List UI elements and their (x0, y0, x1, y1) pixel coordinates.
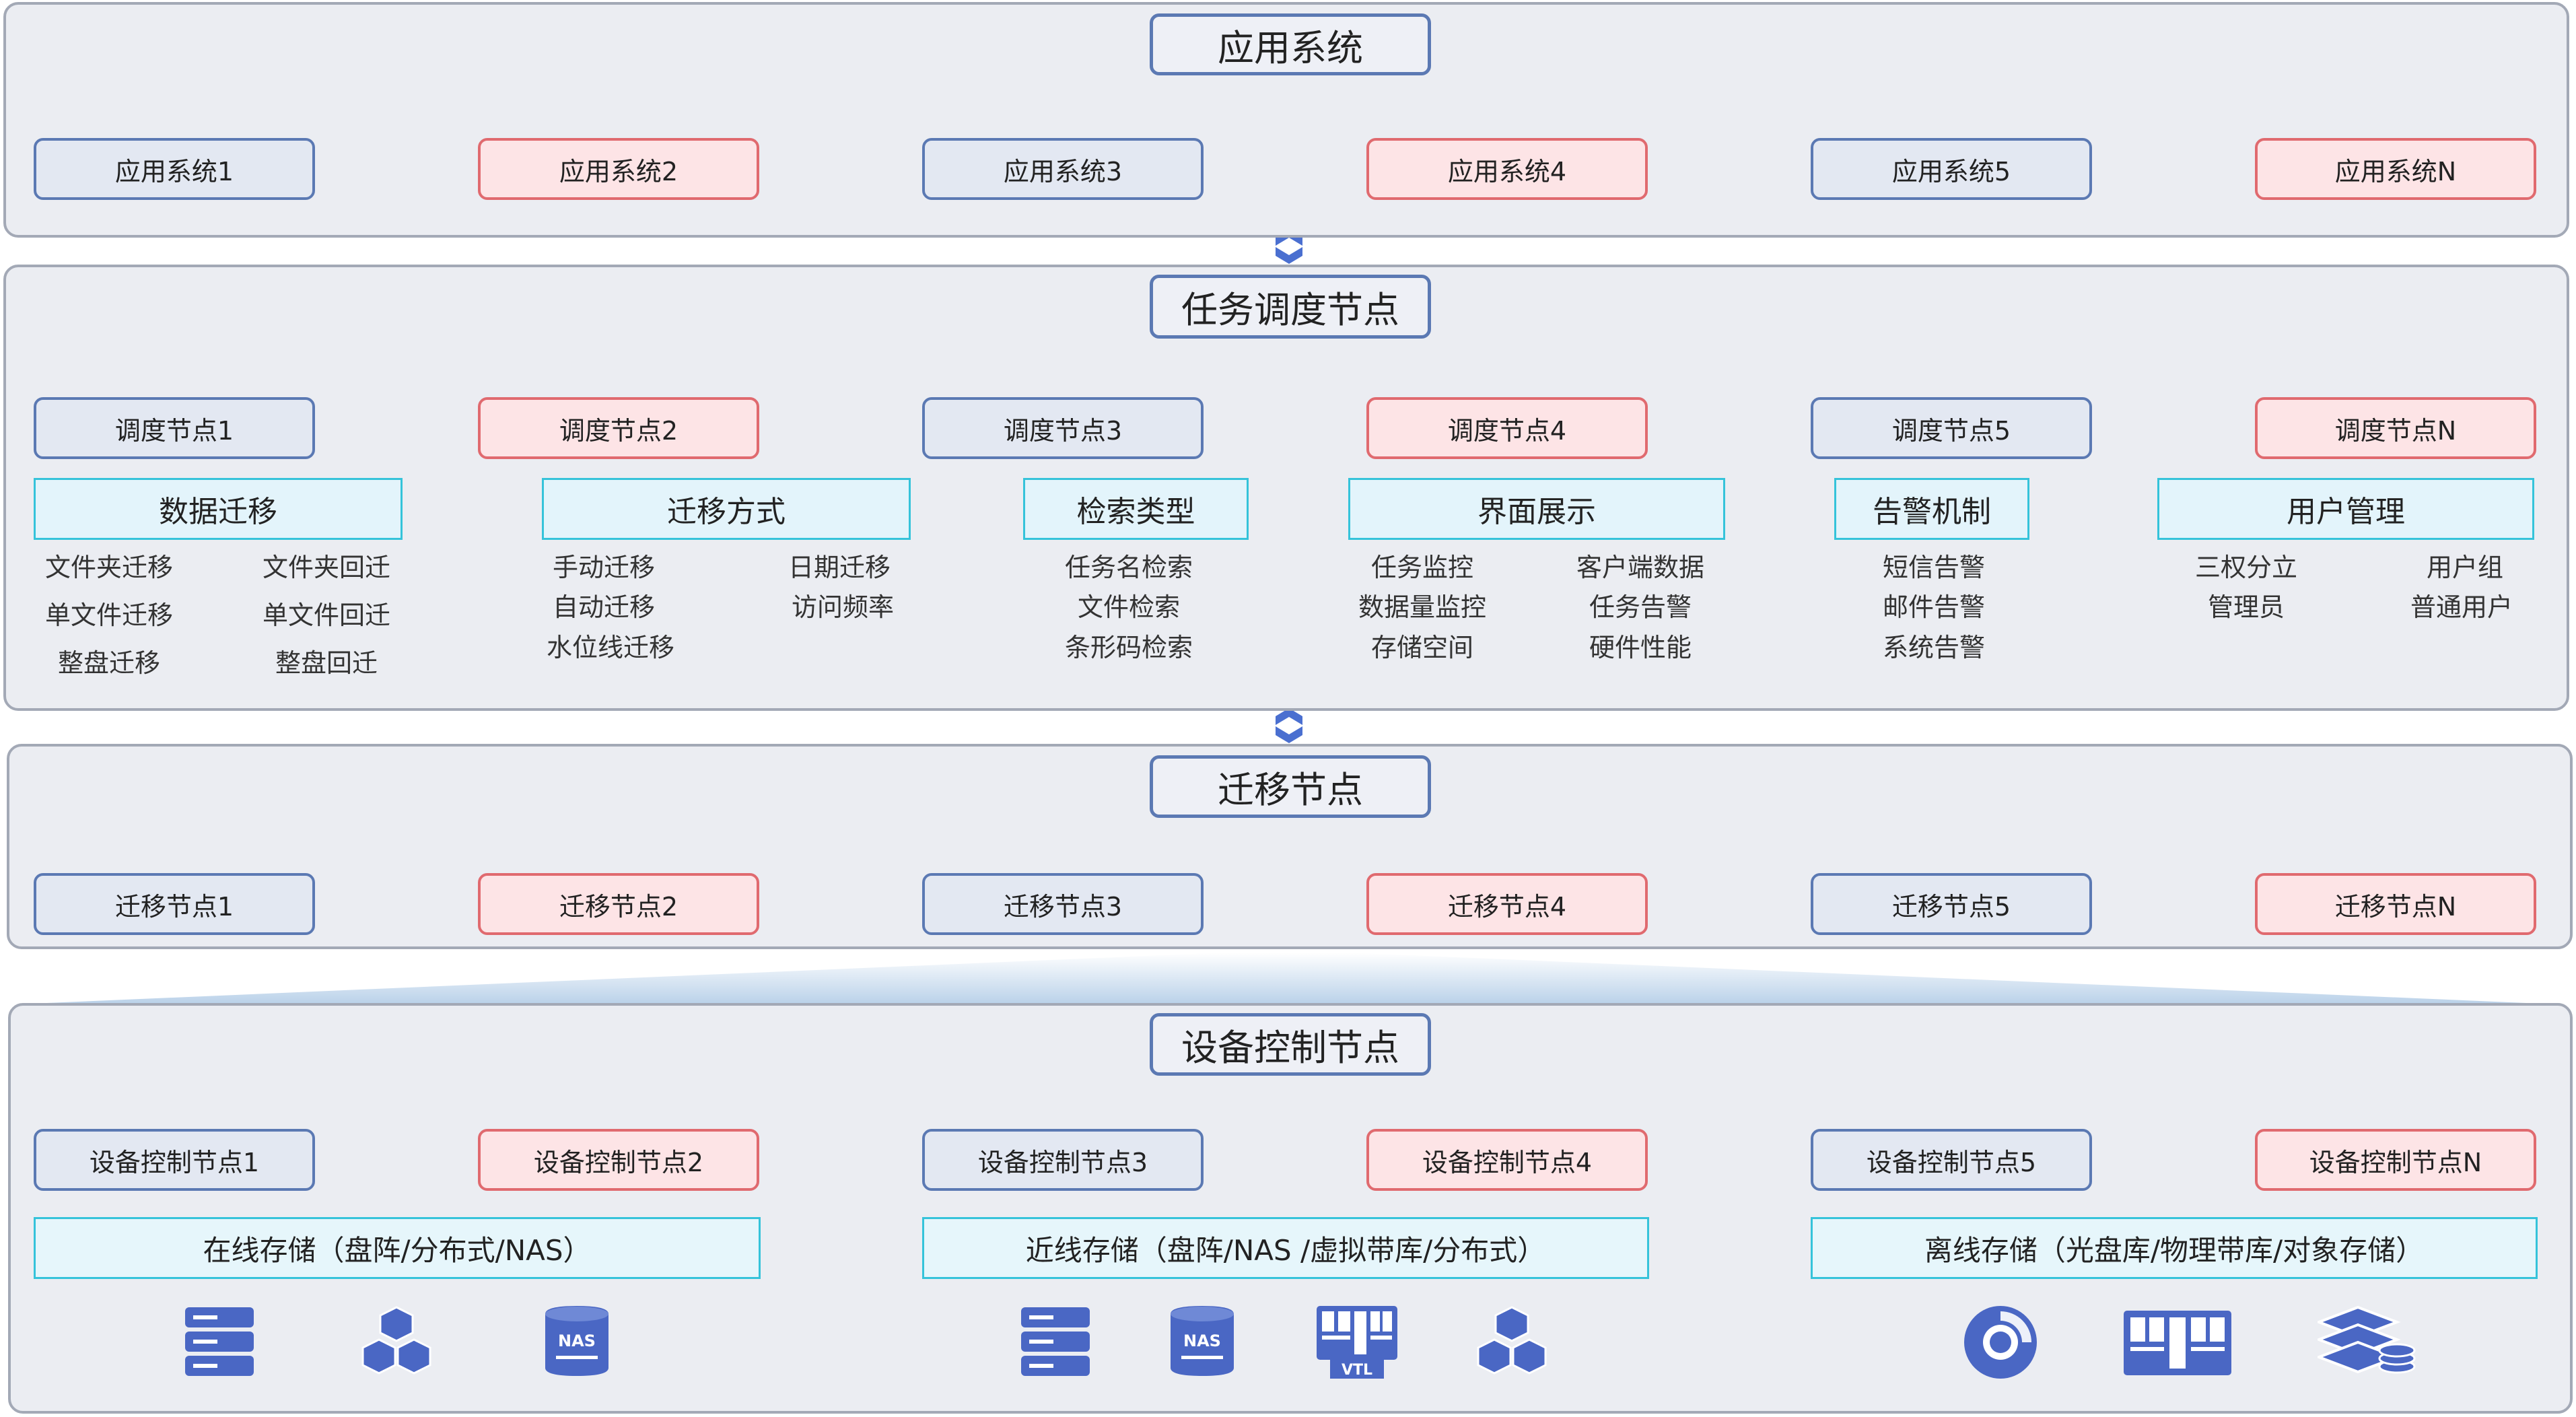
server-stack-icon (1021, 1307, 1090, 1376)
migration-node-4[interactable]: 迁移节点4 (1366, 873, 1648, 935)
feature-item: 单文件回迁 (262, 600, 391, 630)
app-layer-title: 应用系统 (1150, 13, 1431, 75)
feature-item: 客户端数据 (1576, 553, 1705, 582)
feature-item: 任务监控 (1370, 553, 1474, 582)
scheduler-node-1[interactable]: 调度节点1 (34, 397, 315, 459)
category-search-type: 检索类型 (1023, 478, 1249, 540)
feature-item: 硬件性能 (1589, 633, 1692, 662)
svg-text:NAS: NAS (558, 1332, 596, 1350)
migration-node-n[interactable]: 迁移节点N (2255, 873, 2536, 935)
feature-item: 手动迁移 (552, 553, 656, 582)
feature-item: 系统告警 (1882, 633, 1986, 662)
feature-item: 用户组 (2426, 553, 2504, 582)
scheduler-node-2[interactable]: 调度节点2 (478, 397, 759, 459)
svg-text:VTL: VTL (1342, 1362, 1372, 1379)
feature-item: 条形码检索 (1064, 633, 1193, 662)
feature-item: 普通用户 (2410, 592, 2513, 622)
scheduler-node-3[interactable]: 调度节点3 (922, 397, 1204, 459)
category-data-migration: 数据迁移 (34, 478, 403, 540)
category-migration-mode: 迁移方式 (542, 478, 911, 540)
app-node-3[interactable]: 应用系统3 (922, 138, 1204, 200)
device-node-1[interactable]: 设备控制节点1 (34, 1129, 315, 1191)
feature-item: 日期迁移 (788, 553, 891, 582)
feature-item: 数据量监控 (1358, 592, 1487, 622)
feature-item: 存储空间 (1370, 633, 1474, 662)
app-node-n[interactable]: 应用系统N (2255, 138, 2536, 200)
scheduler-node-n[interactable]: 调度节点N (2255, 397, 2536, 459)
migration-node-3[interactable]: 迁移节点3 (922, 873, 1204, 935)
device-node-n[interactable]: 设备控制节点N (2255, 1129, 2536, 1191)
scheduler-node-5[interactable]: 调度节点5 (1811, 397, 2092, 459)
migration-node-5[interactable]: 迁移节点5 (1811, 873, 2092, 935)
svg-text:NAS: NAS (1183, 1332, 1221, 1350)
app-node-2[interactable]: 应用系统2 (478, 138, 759, 200)
feature-item: 短信告警 (1882, 553, 1986, 582)
scheduler-layer (3, 265, 2569, 711)
distributed-cubes-icon (361, 1306, 431, 1375)
nas-drive-icon: NAS (1171, 1306, 1234, 1376)
app-node-1[interactable]: 应用系统1 (34, 138, 315, 200)
migration-node-2[interactable]: 迁移节点2 (478, 873, 759, 935)
feature-item: 自动迁移 (552, 592, 656, 622)
distributed-cubes-icon (1477, 1306, 1547, 1375)
scheduler-node-4[interactable]: 调度节点4 (1366, 397, 1648, 459)
migration-layer-title: 迁移节点 (1150, 755, 1431, 818)
feature-item: 文件夹回迁 (262, 553, 391, 582)
feature-item: 单文件迁移 (44, 600, 174, 630)
device-layer-title: 设备控制节点 (1150, 1013, 1431, 1076)
feature-item: 管理员 (2207, 592, 2285, 622)
category-alert-mechanism: 告警机制 (1834, 478, 2029, 540)
device-node-4[interactable]: 设备控制节点4 (1366, 1129, 1648, 1191)
app-node-5[interactable]: 应用系统5 (1811, 138, 2092, 200)
nas-drive-icon: NAS (545, 1306, 608, 1376)
optical-disc-icon (1964, 1306, 2037, 1379)
feature-item: 整盘迁移 (57, 648, 161, 678)
feature-item: 文件检索 (1077, 592, 1181, 622)
category-ui-display: 界面展示 (1348, 478, 1725, 540)
tape-library-icon (2124, 1311, 2231, 1375)
device-node-3[interactable]: 设备控制节点3 (922, 1129, 1204, 1191)
feature-item: 任务名检索 (1064, 553, 1193, 582)
feature-item: 访问频率 (791, 592, 895, 622)
feature-item: 水位线迁移 (546, 633, 675, 662)
feature-item: 任务告警 (1589, 592, 1692, 622)
migration-node-1[interactable]: 迁移节点1 (34, 873, 315, 935)
app-node-4[interactable]: 应用系统4 (1366, 138, 1648, 200)
device-node-2[interactable]: 设备控制节点2 (478, 1129, 759, 1191)
feature-item: 整盘回迁 (275, 648, 378, 678)
storage-online: 在线存储（盘阵/分布式/NAS） (34, 1217, 761, 1279)
storage-offline: 离线存储（光盘库/物理带库/对象存储） (1811, 1217, 2538, 1279)
object-storage-icon (2318, 1305, 2416, 1374)
category-user-management: 用户管理 (2157, 478, 2534, 540)
server-stack-icon (185, 1307, 254, 1376)
funnel-connector (15, 953, 2558, 1004)
scheduler-layer-title: 任务调度节点 (1150, 275, 1431, 339)
device-node-5[interactable]: 设备控制节点5 (1811, 1129, 2092, 1191)
feature-item: 三权分立 (2194, 553, 2298, 582)
feature-item: 邮件告警 (1882, 592, 1986, 622)
storage-nearline: 近线存储（盘阵/NAS /虚拟带库/分布式） (922, 1217, 1649, 1279)
vtl-library-icon: VTL (1317, 1306, 1397, 1379)
feature-item: 文件夹迁移 (44, 553, 174, 582)
